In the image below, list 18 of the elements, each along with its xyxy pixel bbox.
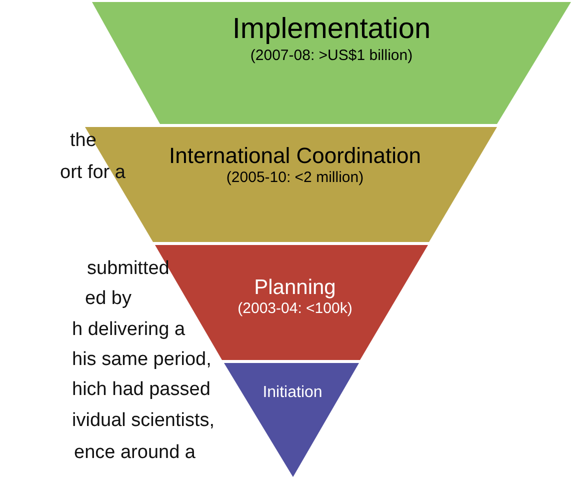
stage-title: Initiation: [262, 383, 322, 402]
stage-subtitle: (2005-10: <2 million): [226, 169, 364, 188]
text-fragment: hich had passed: [72, 380, 210, 399]
text-fragment: submitted: [87, 259, 170, 278]
text-fragment: ence around a: [74, 443, 196, 462]
text-fragment: ed by: [85, 289, 132, 308]
text-fragment: his same period,: [72, 350, 212, 369]
stage-subtitle: (2007-08: >US$1 billion): [250, 46, 413, 66]
stage-title: Planning: [254, 275, 336, 300]
text-fragment: the: [70, 131, 96, 150]
text-fragment: h delivering a: [72, 320, 186, 339]
stage-title: International Coordination: [169, 143, 421, 170]
pyramid-band-bottom: [224, 363, 359, 477]
pyramid-band-top: [92, 2, 571, 124]
text-fragment: ividual scientists,: [72, 411, 215, 430]
stage-subtitle: (2003-04: <100k): [238, 300, 352, 319]
text-fragment: ort for a: [60, 163, 126, 182]
stage-title: Implementation: [232, 12, 431, 47]
